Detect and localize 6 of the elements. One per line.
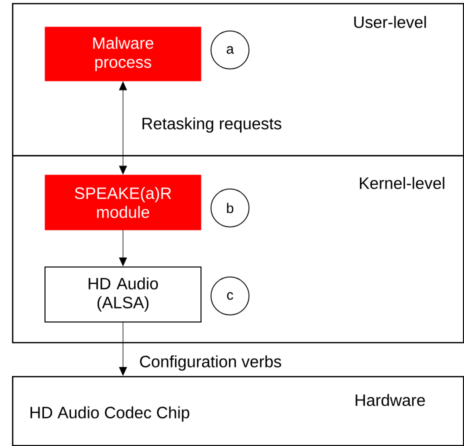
layer-band: Hardware HD Audio Codec Chip [12,376,464,446]
edge-label: Retasking requests [140,116,283,134]
process-box: Malware process [44,26,202,82]
edge-label: Configuration verbs [138,354,283,372]
process-box: SPEAKE(a)R module [44,174,202,230]
process-box: HD Audio (ALSA) [44,266,202,322]
